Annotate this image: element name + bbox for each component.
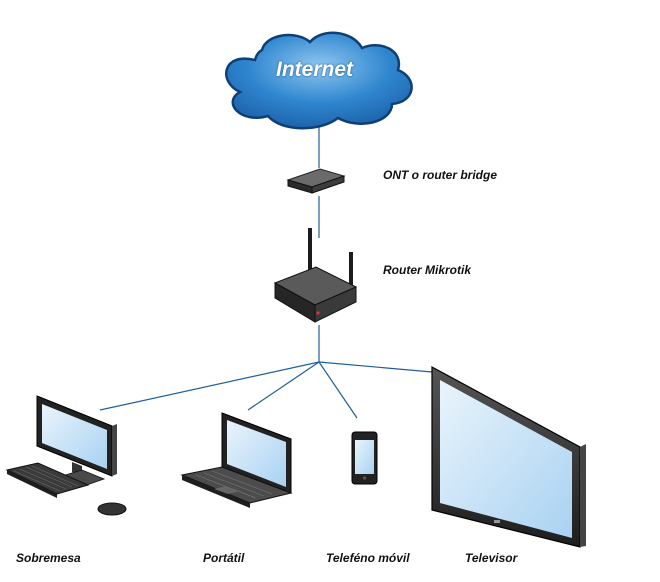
link-hub-tv [318, 361, 433, 373]
router-label: Router Mikrotik [383, 263, 472, 277]
wifi-router-icon [273, 228, 358, 323]
device-label-laptop: Portátil [203, 551, 245, 565]
television-icon [431, 365, 586, 548]
device-label-tv: Televisor [465, 551, 518, 565]
laptop-icon [180, 412, 293, 508]
cloud-icon [225, 31, 413, 130]
mobile-phone-icon [351, 431, 378, 485]
link-hub-desktop [99, 361, 320, 411]
device-label-phone: Teleféno móvil [326, 551, 410, 565]
ont-label: ONT o router bridge [383, 168, 497, 182]
desktop-computer-icon [5, 395, 127, 516]
device-label-desktop: Sobremesa [16, 551, 81, 565]
link-hub-laptop [247, 361, 320, 411]
cloud-label: Internet [276, 58, 354, 81]
link-hub-phone [318, 361, 358, 419]
ont-device-icon [286, 168, 346, 194]
connection-lines [99, 120, 433, 419]
